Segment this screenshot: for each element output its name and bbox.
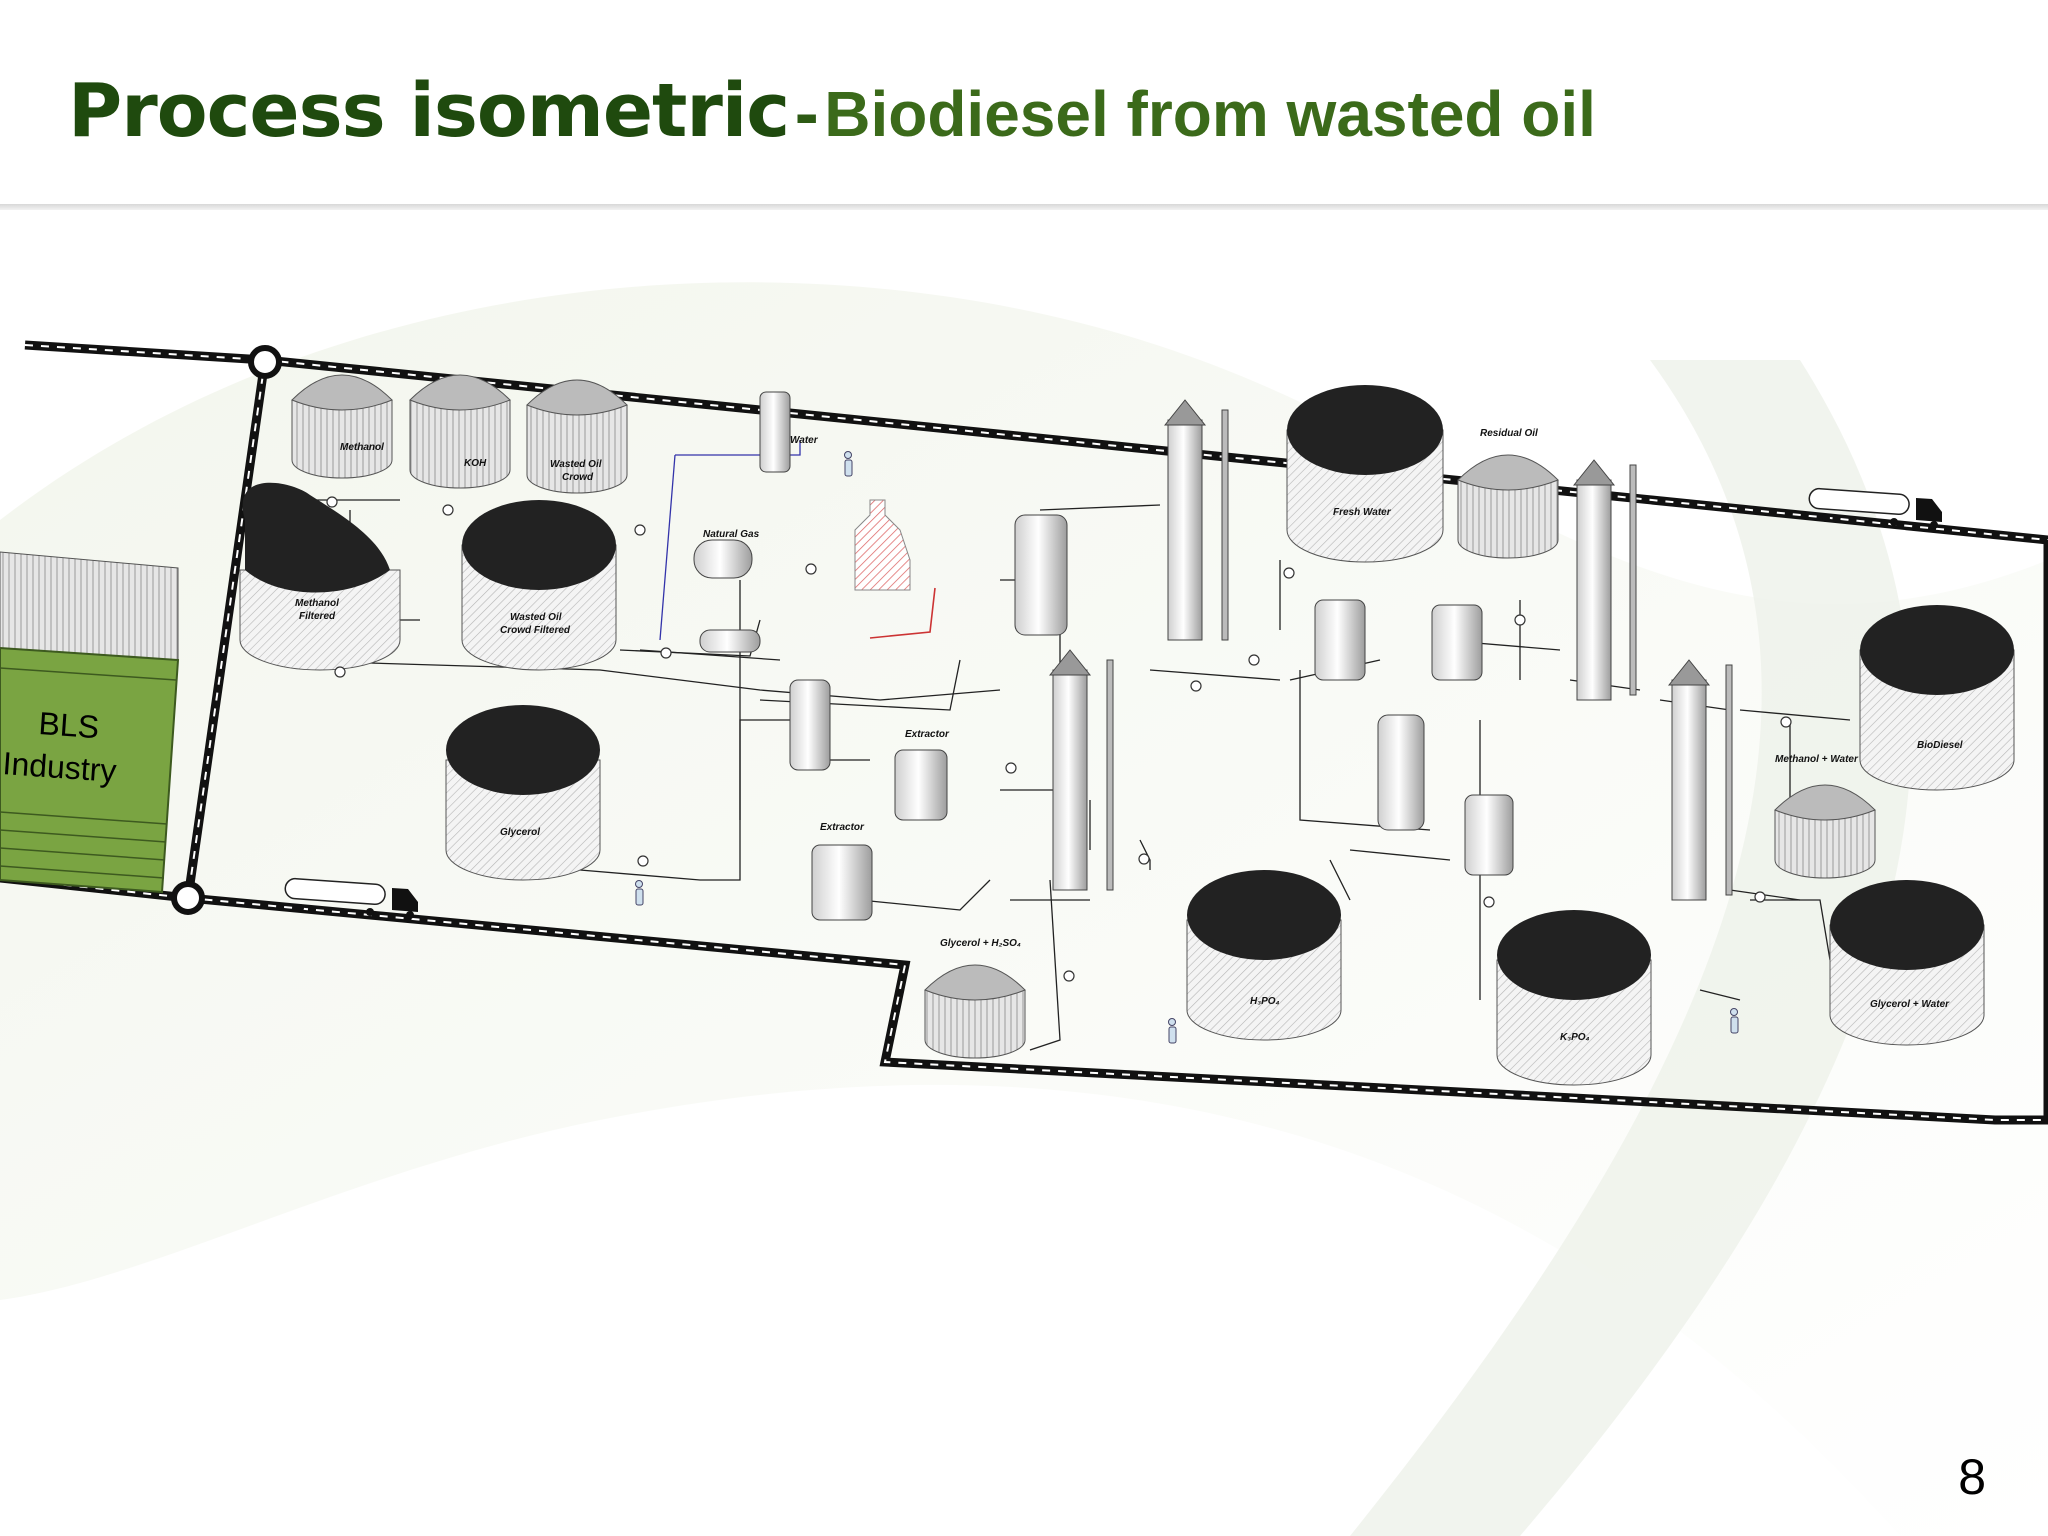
label-wasted-oil-filtered-1: Wasted Oil	[510, 612, 562, 623]
label-water: Water	[790, 435, 819, 446]
pump-icon	[1005, 762, 1017, 774]
slide-title: Process isometric - Biodiesel from waste…	[68, 68, 1596, 154]
title-divider	[0, 204, 2048, 210]
silo-koh: KOH	[409, 374, 511, 489]
label-extractor-1: Extractor	[905, 729, 950, 740]
pump-icon	[1754, 891, 1766, 903]
pump-icon	[637, 855, 649, 867]
pump-icon	[660, 647, 672, 659]
label-wasted-oil-filtered-2: Crowd Filtered	[500, 625, 571, 636]
label-wasted-oil-crowd-2: Crowd	[562, 472, 594, 483]
pumps	[326, 496, 1792, 982]
label-koh: KOH	[464, 458, 487, 469]
tank-glycerol-water: Glycerol + Water	[1829, 880, 1985, 1046]
water-tank	[759, 391, 791, 473]
reactor-2	[789, 679, 831, 771]
title-bar	[0, 0, 2048, 205]
label-glycerol-h2so4: Glycerol + H₂SO₄	[940, 938, 1021, 949]
bls-industry-building: BLS Industry	[0, 551, 180, 894]
reactor-1	[1014, 514, 1068, 636]
person-icon	[635, 880, 644, 906]
pump-icon	[1283, 567, 1295, 579]
hot-water-line	[869, 587, 936, 639]
label-methanol-filtered-1: Methanol	[295, 598, 339, 609]
tank-biodiesel: BioDiesel	[1859, 605, 2015, 791]
silo-methanol-water: Methanol + Water	[1774, 754, 1876, 879]
heat-exchanger-icon	[699, 629, 761, 653]
tank-fresh-water: Fresh Water	[1286, 385, 1444, 563]
truck-icon	[1808, 487, 1942, 529]
distillation-column-icon	[1667, 659, 1733, 901]
label-biodiesel: BioDiesel	[1917, 740, 1963, 751]
label-residual-oil: Residual Oil	[1480, 428, 1538, 439]
label-methanol-filtered-2: Filtered	[299, 611, 336, 622]
vessels	[693, 391, 1514, 921]
pump-icon	[326, 496, 338, 508]
silo-methanol: Methanol	[291, 374, 393, 479]
fuel-line	[659, 440, 801, 641]
extractor-1	[894, 749, 948, 821]
pump-icon	[1248, 654, 1260, 666]
pump-icon	[1138, 853, 1150, 865]
pump-icon	[634, 524, 646, 536]
pump-icon	[334, 666, 346, 678]
tank-wasted-oil-filtered: Wasted Oil Crowd Filtered	[461, 500, 617, 671]
label-natural-gas: Natural Gas	[703, 529, 760, 540]
label-glycerol: Glycerol	[500, 827, 540, 838]
tank-glycerol: Glycerol	[445, 705, 601, 881]
settler-2	[1431, 604, 1483, 681]
label-wasted-oil-crowd-1: Wasted Oil	[550, 459, 602, 470]
title-separator: -	[794, 81, 820, 151]
pump-icon	[442, 504, 454, 516]
pump-icon	[1063, 970, 1075, 982]
person-icon	[844, 451, 853, 477]
settler-3	[1464, 794, 1514, 876]
label-fresh-water: Fresh Water	[1333, 507, 1392, 518]
distillation-column-icon	[1163, 399, 1229, 641]
tank-k3po4: K₃PO₄	[1496, 910, 1652, 1086]
label-methanol: Methanol	[340, 442, 384, 453]
label-glycerol-water: Glycerol + Water	[1870, 999, 1950, 1010]
road-junction-top	[248, 345, 282, 379]
silo-residual-oil: Residual Oil	[1457, 428, 1559, 559]
furnace-icon	[854, 499, 911, 591]
distillation-column-icon	[1572, 459, 1637, 701]
natural-gas-tank	[693, 539, 753, 579]
distillation-column-icon	[1048, 649, 1114, 891]
background-swoosh-2	[1350, 360, 1912, 1536]
silo-wasted-oil-crowd: Wasted Oil Crowd	[526, 379, 628, 494]
person-icon	[1168, 1018, 1177, 1044]
pump-icon	[1514, 614, 1526, 626]
pump-icon	[805, 563, 817, 575]
page-number: 8	[1958, 1449, 1986, 1505]
extractor-2	[811, 844, 873, 921]
title-main: Process isometric	[68, 68, 790, 154]
person-icon	[1730, 1008, 1739, 1034]
reactor-3	[1377, 714, 1425, 831]
road-junction-bottom	[171, 881, 205, 915]
person-icons	[635, 451, 1739, 1044]
pump-icon	[1190, 680, 1202, 692]
label-h3po4: H₃PO₄	[1250, 996, 1280, 1007]
truck-icon	[284, 877, 418, 919]
pump-icon	[1780, 716, 1792, 728]
tank-methanol-filtered: Methanol Filtered	[239, 482, 401, 671]
distillation-columns	[1048, 399, 1733, 901]
pump-icon	[1483, 896, 1495, 908]
building-label-line2: Industry	[2, 745, 118, 789]
settler-1	[1314, 599, 1366, 681]
label-methanol-water: Methanol + Water	[1775, 754, 1859, 765]
silo-glycerol-h2so4: Glycerol + H₂SO₄	[924, 938, 1026, 1059]
tank-h3po4: H₃PO₄	[1186, 870, 1342, 1041]
label-extractor-2: Extractor	[820, 822, 865, 833]
label-k3po4: K₃PO₄	[1560, 1032, 1590, 1043]
title-sub: Biodiesel from wasted oil	[824, 78, 1596, 150]
building-label-line1: BLS	[38, 705, 101, 745]
